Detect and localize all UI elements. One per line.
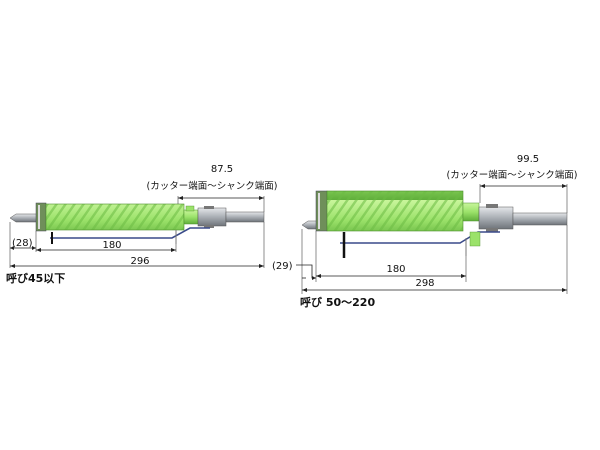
right-caption: 呼び 50～220 <box>300 295 375 309</box>
left-dim-total: 296 <box>130 256 149 267</box>
left-dim-shank-value: 87.5 <box>211 164 233 175</box>
left-dim-inner: 180 <box>102 240 121 251</box>
right-collar <box>462 202 480 222</box>
right-drill: 99.5 (カッター端面～シャンク端面) (29) 180 298 呼び 50～… <box>272 154 577 309</box>
right-cutter-head <box>315 190 328 232</box>
left-cutter-head <box>35 202 47 232</box>
right-dim-tip: (29) <box>272 261 293 272</box>
left-dim-shank-note: (カッター端面～シャンク端面) <box>147 180 278 192</box>
right-dim-inner: 180 <box>386 264 405 275</box>
left-collar <box>183 209 199 225</box>
left-dim-tip: (28) <box>12 238 33 249</box>
right-adapter <box>478 206 514 230</box>
left-core-body <box>45 203 185 231</box>
right-dim-shank-value: 99.5 <box>517 154 539 165</box>
right-core-body <box>326 190 464 232</box>
right-dim-shank-note: (カッター端面～シャンク端面) <box>447 169 578 181</box>
left-drill: 87.5 (カッター端面～シャンク端面) (28) 180 296 呼び45以下 <box>6 164 277 285</box>
left-caption: 呼び45以下 <box>6 271 65 285</box>
left-shank <box>225 211 265 223</box>
right-inner-rod <box>340 231 500 244</box>
left-pilot-tip <box>9 213 41 223</box>
left-inner-rod <box>50 227 210 239</box>
right-shank <box>512 212 568 226</box>
left-adapter <box>197 207 227 227</box>
right-dim-total: 298 <box>415 278 434 289</box>
